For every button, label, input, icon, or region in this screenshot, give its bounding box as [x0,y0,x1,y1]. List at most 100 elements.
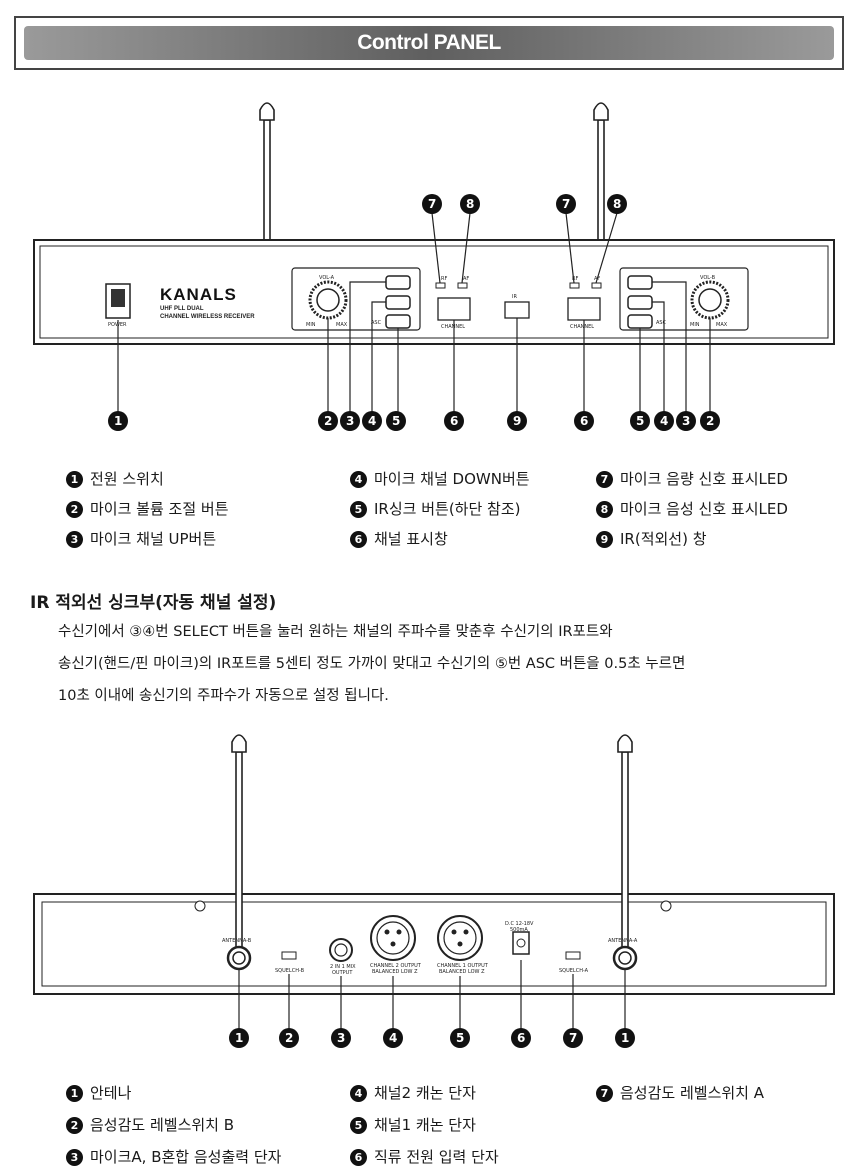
down-button-b[interactable] [627,295,653,310]
svg-text:5: 5 [392,414,400,428]
ir-label: IR [512,294,517,300]
max-label-a: MAX [336,322,348,328]
svg-text:1: 1 [621,1031,629,1045]
callout-front-8b: 8 [607,194,627,214]
squelch-switch-b[interactable] [281,951,297,960]
up-button-b[interactable] [627,275,653,290]
ch1-output-label-2: BALANCED LOW Z [439,969,485,975]
down-button-a[interactable] [385,295,411,310]
rear-antenna-b [226,734,252,971]
rear-screw-left [194,900,206,912]
dc-power-jack[interactable] [512,931,530,955]
callout-front-2: 2 [318,411,338,431]
brand-logo: KANALS [160,285,237,304]
ir-text-line-3: 10초 이내에 송신기의 주파수가 자동으로 설정 됩니다. [58,688,389,704]
svg-text:4: 4 [368,414,376,428]
callout-front-2b: 2 [700,411,720,431]
svg-text:7: 7 [569,1031,577,1045]
asc-button-a[interactable] [385,314,411,329]
front-panel-diagram: POWER KANALS UHF PLL DUAL CHANNEL WIRELE… [33,102,835,431]
xlr-channel-2-output[interactable] [370,915,416,961]
model-line-2: CHANNEL WIRELESS RECEIVER [160,314,255,320]
mix-output-label-1: 2 IN 1 MIX [330,964,356,970]
callout-front-9: 9 [507,411,527,431]
callout-rear-1b: 1 [615,1028,635,1048]
rear-chassis [33,893,835,995]
asc-label-b: ASC [656,320,667,326]
svg-text:8: 8 [613,197,621,211]
xlr-channel-1-output[interactable] [437,915,483,961]
svg-text:8: 8 [466,197,474,211]
callout-rear-4: 4 [383,1028,403,1048]
mix-output-label-2: OUTPUT [332,970,353,976]
antenna-b-label: ANTENNA-B [222,938,252,944]
squelch-switch-a[interactable] [565,951,581,960]
dc-label-2: 500mA [510,927,528,933]
svg-text:5: 5 [636,414,644,428]
svg-text:9: 9 [513,414,521,428]
up-button-a[interactable] [385,275,411,290]
af-label-a: AF [463,276,469,282]
ch2-output-label-1: CHANNEL 2 OUTPUT [370,963,422,969]
channel-display-b [567,297,601,321]
mix-output-jack[interactable] [329,938,353,962]
rear-leader-lines [238,960,626,1030]
callout-front-5: 5 [386,411,406,431]
callout-front-8a: 8 [460,194,480,214]
callout-rear-5: 5 [450,1028,470,1048]
vol-a-label: VOL-A [319,275,335,281]
header-bar: Control PANEL [24,26,834,60]
antenna-a-label: ANTENNA-A [608,938,638,944]
svg-text:2: 2 [285,1031,293,1045]
squelch-a-label: SQUELCH-A [559,968,589,974]
front-leader-lines [117,212,711,412]
rear-screw-right [660,900,672,912]
rf-led-a [435,282,446,289]
callout-rear-3: 3 [331,1028,351,1048]
svg-text:6: 6 [450,414,458,428]
svg-text:3: 3 [337,1031,345,1045]
min-label-a: MIN [306,322,316,328]
model-line-1: UHF PLL DUAL [160,306,204,312]
callout-rear-1a: 1 [229,1028,249,1048]
callout-front-1: 1 [108,411,128,431]
ir-window [504,301,530,319]
svg-text:4: 4 [660,414,668,428]
rf-label-b: RF [572,276,578,282]
callout-front-4b: 4 [654,411,674,431]
channel-label-a: CHANNEL [441,324,465,330]
callout-front-3: 3 [340,411,360,431]
asc-button-b[interactable] [627,314,653,329]
svg-text:2: 2 [324,414,332,428]
dc-label-1: D.C 12-18V [505,921,534,927]
front-antenna-left [259,102,275,241]
power-switch[interactable] [105,283,131,319]
header-frame: Control PANEL [14,16,844,70]
front-antenna-right [593,102,609,241]
callout-front-4: 4 [362,411,382,431]
rf-label-a: RF [441,276,447,282]
ir-section-title: IR 적외선 싱크부(자동 채널 설정) [30,593,277,613]
svg-text:4: 4 [389,1031,397,1045]
svg-text:3: 3 [682,414,690,428]
callout-front-6b: 6 [574,411,594,431]
svg-text:1: 1 [235,1031,243,1045]
vol-b-label: VOL-B [700,275,716,281]
svg-text:7: 7 [428,197,436,211]
min-label-b: MIN [690,322,700,328]
svg-text:5: 5 [456,1031,464,1045]
channel-display-a [437,297,471,321]
page-title: Control PANEL [357,31,501,54]
